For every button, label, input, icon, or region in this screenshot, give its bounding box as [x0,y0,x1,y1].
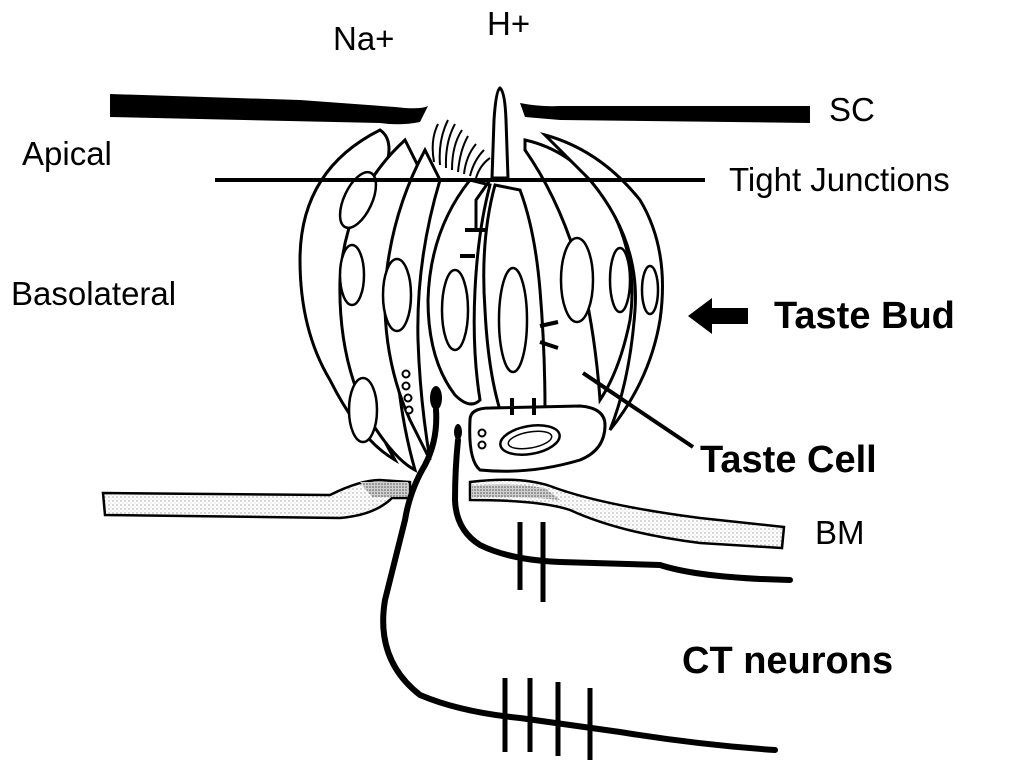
stratum-corneum [110,94,810,124]
label-tight-junctions: Tight Junctions [729,161,950,198]
label-na: Na+ [333,20,394,57]
label-basolateral: Basolateral [11,275,176,312]
label-taste-bud: Taste Bud [774,295,955,337]
label-apical: Apical [22,135,112,172]
apical-process [492,88,508,178]
label-sc: SC [829,91,875,128]
microvilli [433,120,490,178]
label-bm: BM [815,514,865,551]
label-h: H+ [487,5,530,42]
basement-membrane [103,480,784,548]
nerve-terminal [430,386,442,410]
label-ct-neurons: CT neurons [682,640,893,682]
label-taste-cell: Taste Cell [700,439,877,481]
taste-bud-arrow-icon [688,298,748,334]
